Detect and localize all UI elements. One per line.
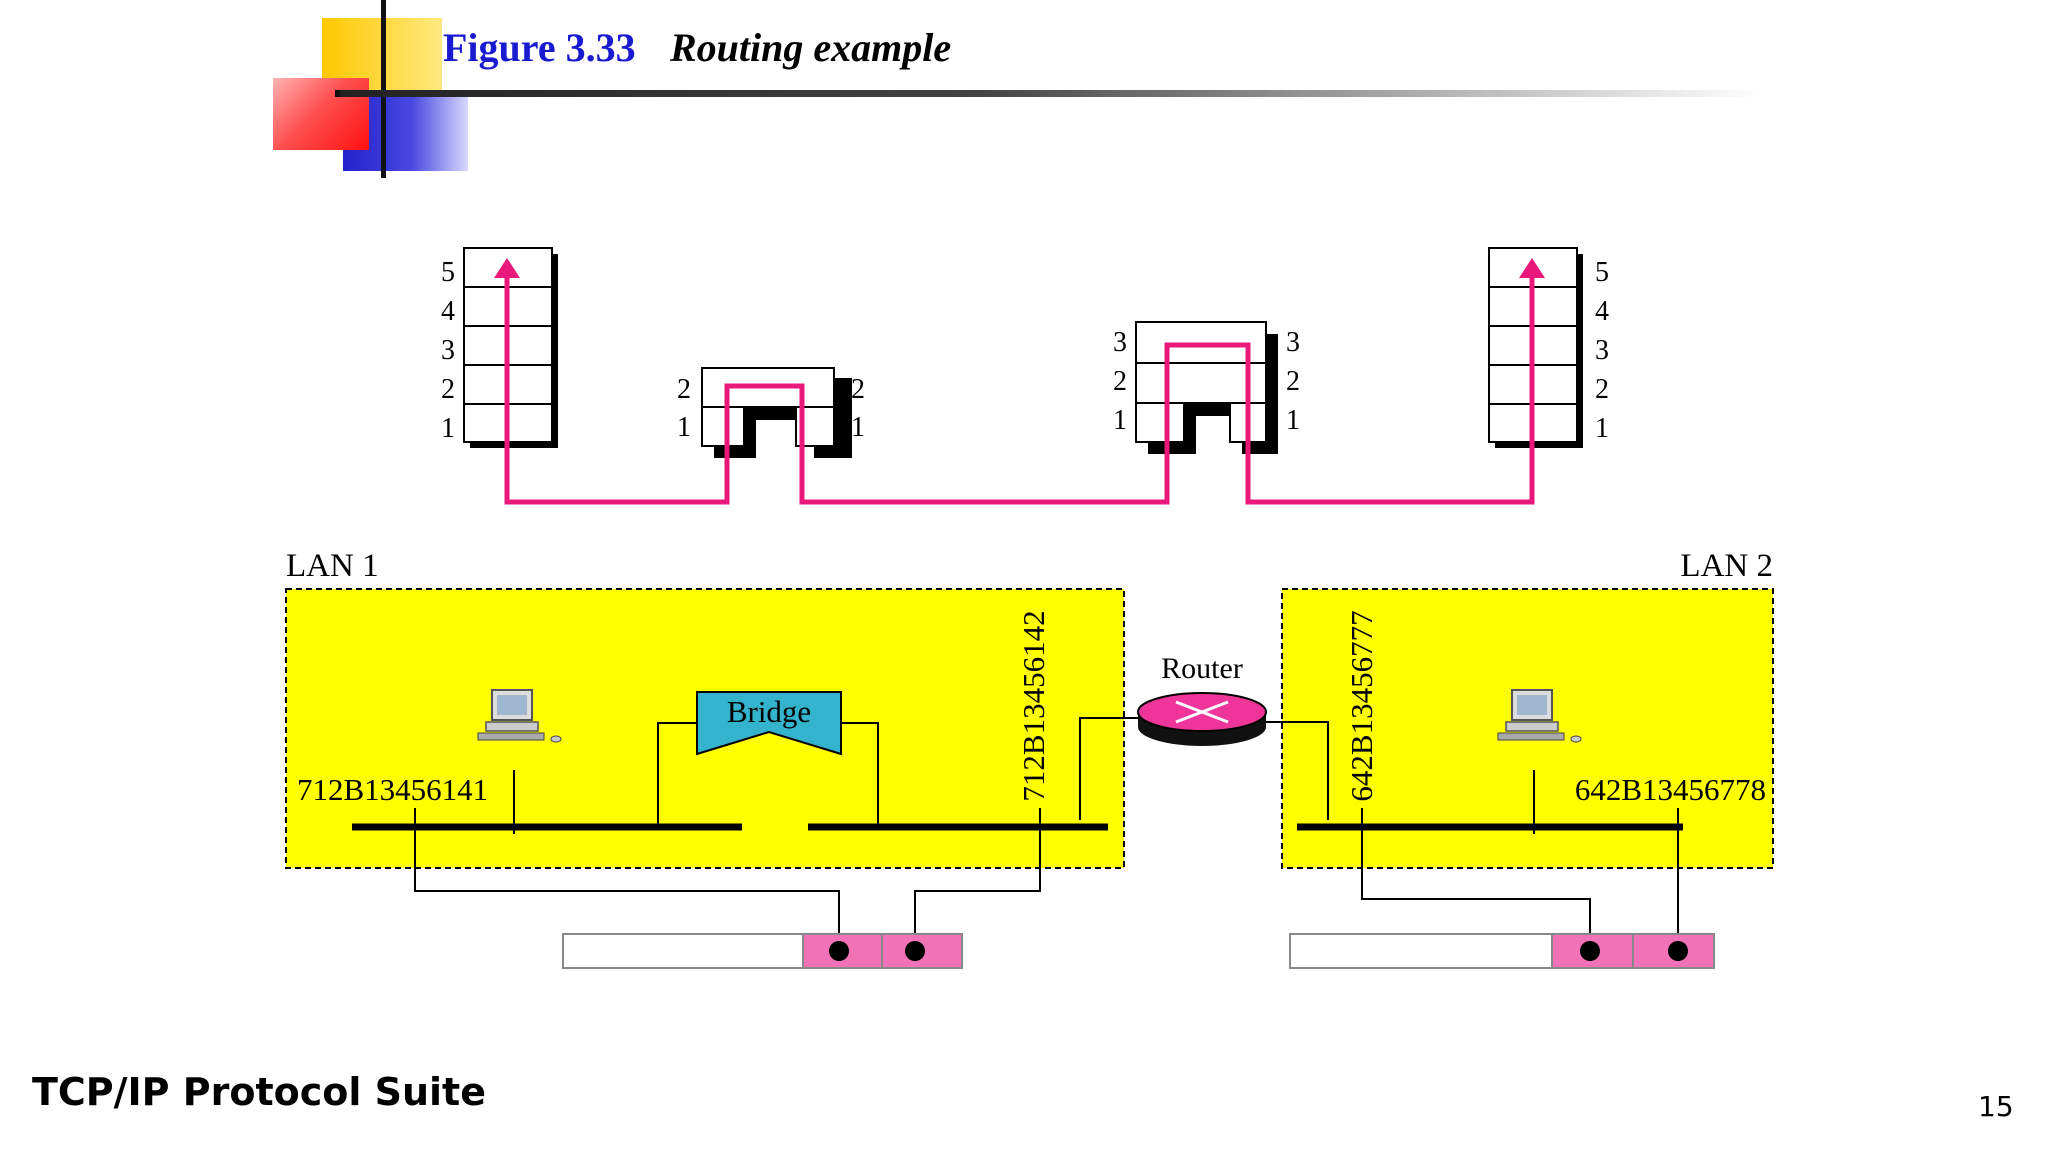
stack-layer-label: 1: [1595, 413, 1609, 444]
lan2-label: LAN 2: [1680, 548, 1773, 584]
stack-layer-label: 2: [1286, 366, 1300, 397]
stack-layer-label: 3: [1595, 335, 1609, 366]
host1-address: 712B13456141: [297, 772, 488, 807]
stack-layer-label: 5: [1595, 257, 1609, 288]
page-number: 15: [1978, 1090, 2014, 1123]
stack-layer-label: 1: [1113, 405, 1127, 436]
stack-layer-label: 3: [441, 335, 455, 366]
stack-layer-label: 2: [1595, 374, 1609, 405]
router-port2-address: 642B13456777: [1344, 610, 1379, 801]
decor-vertical-rule: [381, 0, 386, 178]
stack-layer-label: 2: [441, 374, 455, 405]
host2-address: 642B13456778: [1575, 772, 1766, 807]
router-cross-icon: [1175, 700, 1229, 724]
connection-lines: [414, 717, 1679, 943]
stack-layer-label: 5: [441, 257, 455, 288]
stack-layer-label: 1: [851, 412, 865, 443]
router: Router: [1137, 652, 1267, 746]
stack-layer-label: 1: [1286, 405, 1300, 436]
stack-layer-label: 2: [851, 374, 865, 405]
bridge-label: Bridge: [727, 694, 811, 729]
destination-protocol-stack: 5 4 3 2 1: [1488, 247, 1609, 448]
lan2-frame-strip: [1289, 933, 1715, 969]
computer-icon: [1497, 689, 1582, 743]
stack-layer-label: 1: [677, 412, 691, 443]
lan1-frame-strip: [562, 933, 963, 969]
arrow-up-icon: [1519, 258, 1545, 278]
stack-layer-label: 2: [677, 374, 691, 405]
bridge: Bridge: [696, 691, 842, 756]
bridge-protocol-stack: 2 1 2 1: [677, 367, 865, 458]
stack-layer-label: 1: [441, 413, 455, 444]
footer-title: TCP/IP Protocol Suite: [32, 1070, 486, 1114]
router-protocol-stack: 3 2 1 3 2 1: [1113, 321, 1300, 454]
figure-number: Figure 3.33: [443, 25, 636, 70]
title-underline: [340, 90, 1760, 97]
computer-icon: [477, 689, 562, 743]
figure-title: Routing example: [670, 25, 952, 70]
stack-layer-label: 4: [441, 296, 455, 327]
lan1-label: LAN 1: [286, 548, 379, 584]
router-label: Router: [1161, 652, 1243, 685]
stack-layer-label: 3: [1286, 327, 1300, 358]
arrow-up-icon: [494, 258, 520, 278]
data-path: [504, 272, 1535, 505]
stack-layer-label: 2: [1113, 366, 1127, 397]
stack-layer-label: 4: [1595, 296, 1609, 327]
router-port1-address: 712B13456142: [1016, 610, 1051, 801]
stack-layer-label: 3: [1113, 327, 1127, 358]
